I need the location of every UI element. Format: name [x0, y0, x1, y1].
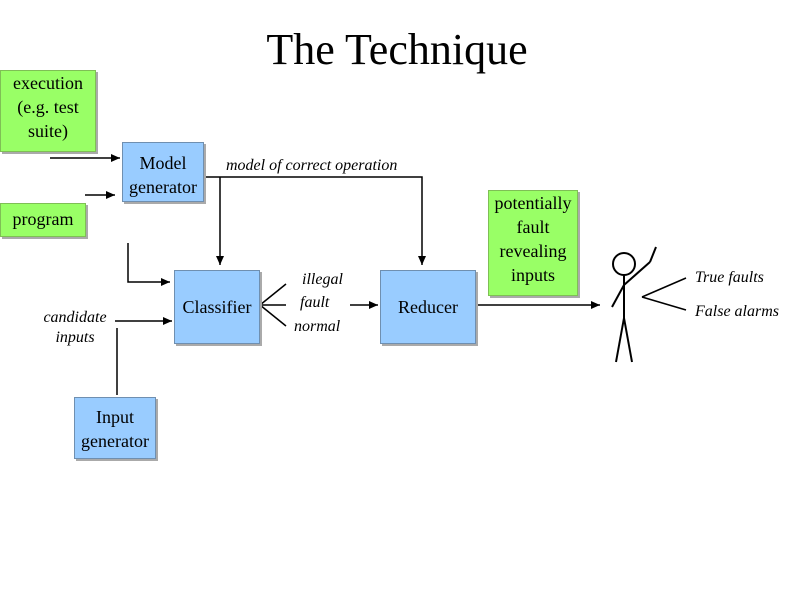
input-generator-line-2: generator	[81, 431, 149, 451]
false-alarms-label: False alarms	[695, 303, 779, 320]
page-title: The Technique	[266, 25, 528, 74]
model-line	[206, 176, 426, 265]
candidate-line-1: candidate	[43, 309, 107, 326]
reducer-label: Reducer	[398, 297, 458, 317]
program-label: program	[12, 209, 74, 229]
reducer-box: Reducer	[380, 270, 476, 344]
candidate-inputs-label: candidate inputs	[36, 308, 114, 348]
model-of-correct-operation-label: model of correct operation	[226, 157, 398, 174]
potentially-fault-revealing-note: potentially fault revealing inputs	[488, 190, 578, 296]
model-generator-line-1: Model	[139, 153, 187, 173]
fan-false-alarms	[641, 296, 687, 311]
person-figure	[611, 246, 657, 363]
input-generator-box: Input generator	[74, 397, 156, 459]
classifier-label: Classifier	[182, 297, 252, 317]
execution-note: execution (e.g. test suite)	[0, 70, 96, 152]
potentially-line-4: inputs	[510, 265, 555, 285]
true-faults-label: True faults	[695, 269, 764, 286]
illegal-label: illegal	[302, 271, 343, 288]
candidate-line-2: inputs	[55, 329, 95, 346]
execution-line-3: suite)	[28, 121, 68, 141]
model-generator-box: Model generator	[122, 142, 204, 202]
input-generator-line-1: Input	[96, 407, 134, 427]
execution-line-1: execution	[13, 73, 83, 93]
program-note: program	[0, 203, 86, 237]
fan-illegal	[259, 283, 287, 306]
normal-label: normal	[294, 318, 341, 335]
potentially-line-2: fault	[516, 217, 550, 237]
classifier-box: Classifier	[174, 270, 260, 344]
potentially-line-3: revealing	[499, 241, 567, 261]
model-generator-line-2: generator	[129, 177, 197, 197]
potentially-line-1: potentially	[494, 193, 572, 213]
fan-normal	[259, 304, 287, 327]
program-to-classifier	[127, 243, 170, 286]
fan-true-faults	[641, 277, 687, 298]
execution-line-2: (e.g. test	[17, 97, 79, 117]
fault-label: fault	[300, 294, 330, 311]
